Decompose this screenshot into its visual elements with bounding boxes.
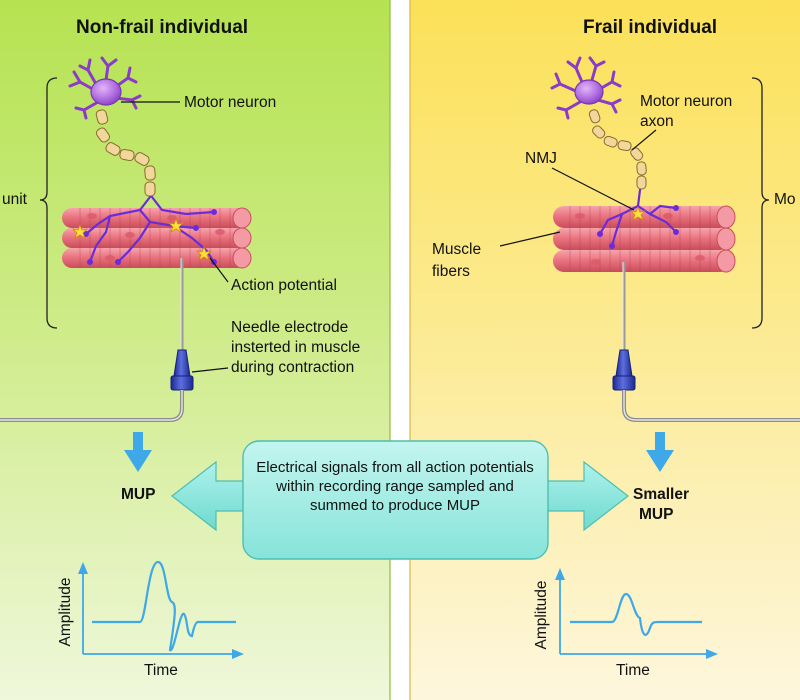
- action-potential-label: Action potential: [231, 277, 337, 294]
- axon-left: [95, 109, 156, 197]
- motor-neuron-axon-label-line2: axon: [640, 113, 674, 130]
- nmj-label: NMJ: [525, 150, 557, 167]
- smaller-mup-label-line2: MUP: [639, 506, 674, 523]
- motor-unit-label-left: unit: [2, 191, 27, 208]
- motor-unit-bracket-right: [751, 77, 770, 329]
- needle-electrode-right: [612, 262, 800, 422]
- motor-neuron-axon-label-line1: Motor neuron: [640, 93, 733, 110]
- muscle-fibers-label-line2: fibers: [432, 263, 470, 280]
- motor-neuron-label-left: Motor neuron: [184, 94, 277, 111]
- nerve-branches-right: [598, 188, 678, 248]
- time-axis-label-right: Time: [616, 662, 650, 679]
- mup-graph-right: [555, 568, 718, 659]
- smaller-mup-label-line1: Smaller: [633, 486, 690, 503]
- needle-electrode-label-line3: during contraction: [231, 359, 355, 376]
- motor-neuron-right: [550, 56, 622, 120]
- mup-graph-left: [78, 560, 244, 659]
- muscle-bundle-right: [553, 205, 736, 273]
- amplitude-axis-label-right: Amplitude: [533, 580, 550, 650]
- motor-neuron-left: [68, 56, 180, 120]
- frail-title: Frail individual: [583, 17, 718, 38]
- motor-unit-bracket-left: [39, 77, 58, 329]
- down-arrow-left: [124, 432, 152, 472]
- motor-unit-label-right: Mo: [774, 191, 796, 208]
- muscle-fibers-label-line1: Muscle: [432, 241, 482, 258]
- callout-box: [242, 440, 549, 560]
- amplitude-axis-label-left: Amplitude: [57, 577, 74, 647]
- mup-label-left: MUP: [121, 486, 156, 503]
- non-frail-title: Non-frail individual: [76, 17, 249, 38]
- needle-electrode-label-line2: insterted in muscle: [231, 339, 361, 356]
- callout-text: Electrical signals from all action poten…: [256, 459, 534, 514]
- needle-electrode-label-line1: Needle electrode: [231, 319, 349, 336]
- needle-electrode-left: [0, 258, 229, 422]
- frail-panel: [409, 0, 800, 700]
- down-arrow-right: [646, 432, 674, 472]
- time-axis-label-left: Time: [144, 662, 178, 679]
- nerve-branches-left: [84, 195, 216, 264]
